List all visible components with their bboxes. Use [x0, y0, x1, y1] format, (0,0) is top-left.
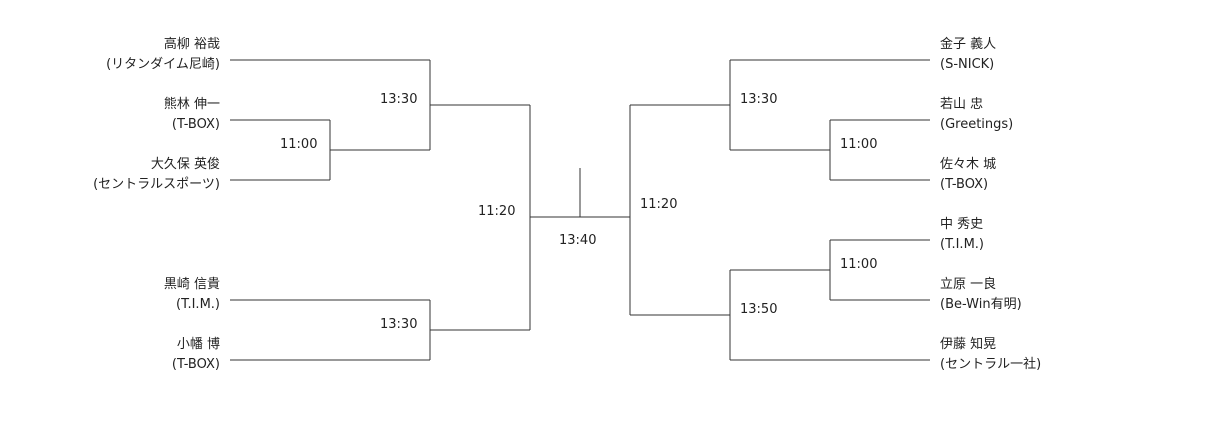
- player-entry: 若山 忠 (Greetings): [940, 95, 1160, 135]
- player-team: (T-BOX): [940, 177, 989, 192]
- player-name: 熊林 伸一: [163, 97, 220, 112]
- player-entry: 熊林 伸一 (T-BOX): [20, 95, 220, 135]
- player-team: (T-BOX): [171, 117, 220, 132]
- player-team: (セントラルスポーツ): [93, 177, 220, 192]
- player-entry: 佐々木 城 (T-BOX): [940, 155, 1160, 195]
- player-entry: 大久保 英俊 (セントラルスポーツ): [20, 155, 220, 195]
- player-team: (セントラル一社): [940, 357, 1042, 372]
- player-entry: 小幡 博 (T-BOX): [20, 335, 220, 375]
- match-time: 13:30: [380, 92, 418, 107]
- player-name: 立原 一良: [940, 277, 997, 292]
- match-time: 11:20: [478, 204, 516, 219]
- player-team: (T-BOX): [171, 357, 220, 372]
- match-time: 11:20: [640, 197, 678, 212]
- player-entry: 金子 義人 (S-NICK): [940, 35, 1160, 75]
- player-team: (S-NICK): [940, 57, 995, 72]
- player-name: 中 秀史: [940, 217, 984, 232]
- player-name: 小幡 博: [176, 337, 220, 352]
- match-time: 13:50: [740, 302, 778, 317]
- match-time: 11:00: [280, 137, 318, 152]
- player-name: 黒崎 信貴: [163, 277, 220, 292]
- player-team: (T.I.M.): [176, 297, 220, 312]
- player-name: 高柳 裕哉: [163, 37, 220, 52]
- player-entry: 高柳 裕哉 (リタンダイム尼崎): [20, 35, 220, 75]
- player-team: (リタンダイム尼崎): [106, 57, 220, 72]
- player-team: (T.I.M.): [940, 237, 984, 252]
- match-time: 11:00: [840, 257, 878, 272]
- player-name: 金子 義人: [940, 37, 997, 52]
- player-name: 伊藤 知晃: [940, 337, 997, 352]
- player-entry: 黒崎 信貴 (T.I.M.): [20, 275, 220, 315]
- player-entry: 中 秀史 (T.I.M.): [940, 215, 1160, 255]
- player-team: (Greetings): [940, 117, 1014, 132]
- match-time: 13:30: [740, 92, 778, 107]
- match-time: 13:40: [559, 233, 597, 248]
- match-time: 11:00: [840, 137, 878, 152]
- player-name: 大久保 英俊: [150, 157, 220, 172]
- player-team: (Be-Win有明): [940, 297, 1022, 312]
- player-entry: 伊藤 知晃 (セントラル一社): [940, 335, 1160, 375]
- player-entry: 立原 一良 (Be-Win有明): [940, 275, 1160, 315]
- match-time: 13:30: [380, 317, 418, 332]
- player-name: 佐々木 城: [940, 157, 997, 172]
- player-name: 若山 忠: [940, 97, 984, 112]
